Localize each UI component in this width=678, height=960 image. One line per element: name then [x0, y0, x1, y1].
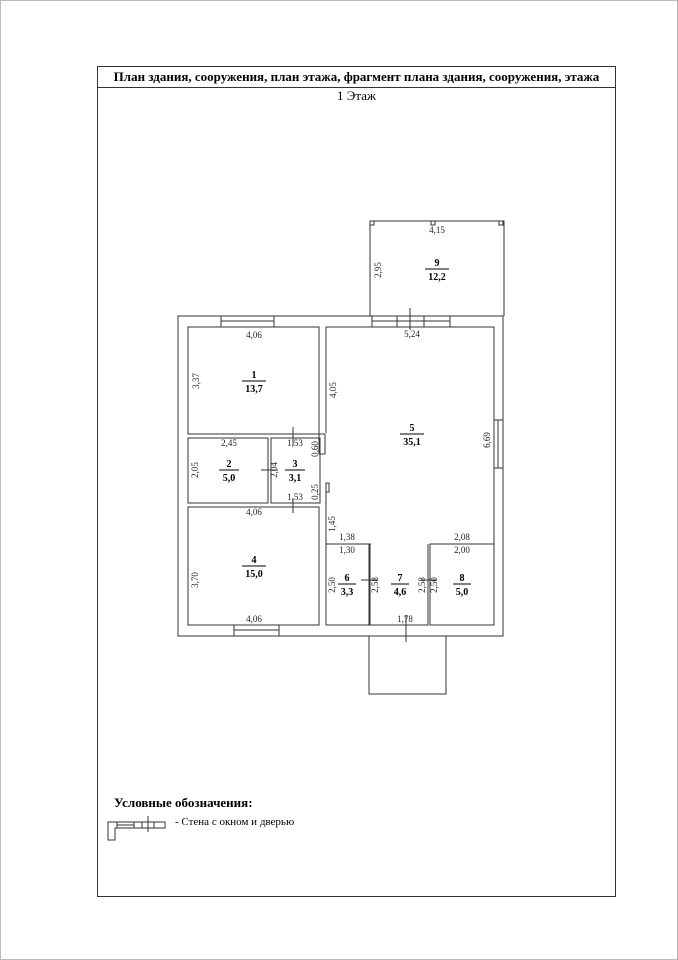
svg-text:8: 8: [460, 573, 465, 584]
dimension: 1,38: [339, 532, 355, 542]
room-label-1: 113,7: [242, 370, 266, 395]
dimension: 2,50: [327, 577, 337, 593]
room-label-4: 415,0: [242, 555, 266, 580]
dimension: 4,06: [246, 330, 262, 340]
svg-text:3: 3: [293, 459, 298, 470]
svg-text:4,6: 4,6: [394, 587, 407, 598]
page-title: План здания, сооружения, план этажа, фра…: [98, 67, 615, 88]
svg-text:35,1: 35,1: [403, 437, 421, 448]
porch-outline: [368, 636, 447, 695]
dimension: 6,69: [482, 432, 492, 448]
svg-text:12,2: 12,2: [428, 272, 446, 283]
legend-title: Условные обозначения:: [114, 795, 253, 810]
room-label-2: 25,0: [219, 459, 239, 484]
svg-text:1: 1: [252, 370, 257, 381]
dimension: 1,30: [339, 545, 355, 555]
dimension: 0,25: [310, 484, 320, 500]
outer-wall: [177, 315, 504, 637]
svg-text:3,1: 3,1: [289, 473, 302, 484]
room-label-9: 912,2: [425, 258, 449, 283]
dimension: 1,45: [327, 516, 337, 532]
dimension: 4,06: [246, 507, 262, 517]
dimension: 4,06: [246, 614, 262, 624]
dimension: 2,95: [373, 262, 383, 278]
dimension: 2,45: [221, 438, 237, 448]
svg-text:9: 9: [435, 258, 440, 269]
dimension: 2,50: [429, 577, 439, 593]
legend-item-label: - Стена с окном и дверью: [175, 816, 295, 828]
room-9-outline: [369, 220, 505, 316]
room-label-5: 535,1: [400, 423, 424, 448]
floor-label: 1 Этаж: [337, 88, 376, 103]
dimension: 5,24: [404, 329, 420, 339]
dimension: 2,58: [417, 577, 427, 593]
room-5-outline: [325, 326, 495, 626]
room-6-outline: [325, 543, 370, 626]
dimension: 4,15: [429, 225, 445, 235]
svg-text:15,0: 15,0: [245, 569, 263, 580]
room-8-outline: [429, 543, 495, 626]
svg-text:7: 7: [398, 573, 403, 584]
dimension: 3,70: [190, 572, 200, 588]
svg-text:2: 2: [227, 459, 232, 470]
room-label-3: 33,1: [285, 459, 305, 484]
svg-text:5,0: 5,0: [223, 473, 236, 484]
dimension: 2,04: [269, 462, 279, 478]
dimension: 2,58: [370, 577, 380, 593]
svg-text:4: 4: [252, 555, 257, 566]
dimension: 0,60: [310, 441, 320, 457]
dimension: 1,53: [287, 492, 303, 502]
svg-text:3,3: 3,3: [341, 587, 354, 598]
svg-text:5: 5: [410, 423, 415, 434]
svg-text:13,7: 13,7: [245, 384, 263, 395]
room-label-7: 74,6: [391, 573, 409, 598]
svg-text:6: 6: [345, 573, 350, 584]
room-label-8: 85,0: [453, 573, 471, 598]
dimension: 4,05: [328, 382, 338, 398]
drawing-frame: План здания, сооружения, план этажа, фра…: [97, 66, 616, 897]
dimension: 2,08: [454, 532, 470, 542]
room-3-outline: [270, 437, 321, 504]
dimension: 2,05: [190, 462, 200, 478]
svg-text:5,0: 5,0: [456, 587, 469, 598]
dimension: 1,78: [397, 614, 413, 624]
room-label-6: 63,3: [338, 573, 356, 598]
dimension: 3,37: [191, 373, 201, 389]
dimension: 2,00: [454, 545, 470, 555]
dimension: 1,53: [287, 438, 303, 448]
wall-window-door-icon: [107, 816, 166, 841]
